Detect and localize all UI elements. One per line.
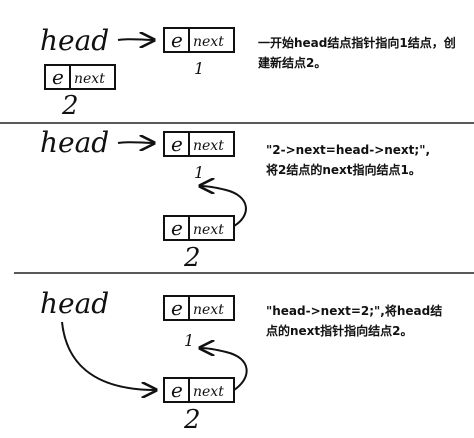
step2-head-label: head bbox=[40, 126, 109, 159]
step2-node2-label: 2 bbox=[183, 243, 201, 273]
step1-caption-line1: 一开始head结点指针指向1结点，创 bbox=[258, 36, 456, 50]
step3-node-1: e next 1 bbox=[163, 295, 235, 350]
step2-node1-e: e bbox=[171, 132, 183, 156]
step1-node2-e: e bbox=[52, 65, 64, 89]
step2-caption-line1: "2->next=head->next;", bbox=[266, 143, 431, 157]
step3-node2-e: e bbox=[171, 378, 183, 402]
step2-caption: "2->next=head->next;", 将2结点的next指向结点1。 bbox=[266, 140, 430, 180]
step3-node2-next: next bbox=[193, 384, 224, 400]
step2-node1-next: next bbox=[193, 138, 224, 154]
step3-caption-line1: "head->next=2;",将head结 bbox=[266, 304, 443, 318]
step3-node2-next-arrow bbox=[200, 348, 248, 391]
step1-head-arrow bbox=[117, 39, 154, 40]
step3-node1-label: 1 bbox=[184, 331, 194, 350]
step2-diagram: head e next 1 e next 2 bbox=[40, 126, 247, 273]
step3-node1-next: next bbox=[193, 302, 224, 318]
step2-node2-e: e bbox=[171, 216, 183, 240]
step3-caption: "head->next=2;",将head结 点的next指针指向结点2。 bbox=[266, 301, 442, 341]
step1-node-1: e next 1 bbox=[163, 27, 235, 78]
step3-diagram: head e next 1 e next 2 bbox=[40, 287, 248, 435]
step3-node2-label: 2 bbox=[183, 405, 201, 435]
step2-head-arrow bbox=[117, 142, 154, 143]
step3-head-arrow bbox=[61, 321, 156, 390]
step1-node1-label: 1 bbox=[194, 59, 204, 78]
step1-node-2: e next 2 bbox=[44, 64, 116, 121]
step1-node2-next: next bbox=[74, 71, 105, 87]
step1-caption-line2: 建新结点2。 bbox=[258, 56, 327, 70]
step2-node-1: e next 1 bbox=[163, 131, 235, 182]
step3-node1-e: e bbox=[171, 296, 183, 320]
step1-head-label: head bbox=[40, 24, 109, 57]
step1-node1-next: next bbox=[193, 34, 224, 50]
step2-node-2: e next 2 bbox=[163, 215, 235, 273]
step2-node1-label: 1 bbox=[194, 163, 204, 182]
step1-diagram: head e next 1 e next 2 bbox=[40, 24, 235, 121]
step2-node2-next: next bbox=[193, 222, 224, 238]
step1-caption: 一开始head结点指针指向1结点，创 建新结点2。 bbox=[258, 33, 456, 73]
step1-node1-e: e bbox=[171, 28, 183, 52]
step3-node-2: e next 2 bbox=[163, 377, 235, 435]
step3-caption-line2: 点的next指针指向结点2。 bbox=[266, 324, 413, 338]
step2-caption-line2: 将2结点的next指向结点1。 bbox=[266, 163, 421, 177]
step2-node2-next-arrow bbox=[200, 186, 247, 227]
step1-node2-label: 2 bbox=[61, 91, 79, 121]
step3-head-label: head bbox=[40, 287, 109, 320]
